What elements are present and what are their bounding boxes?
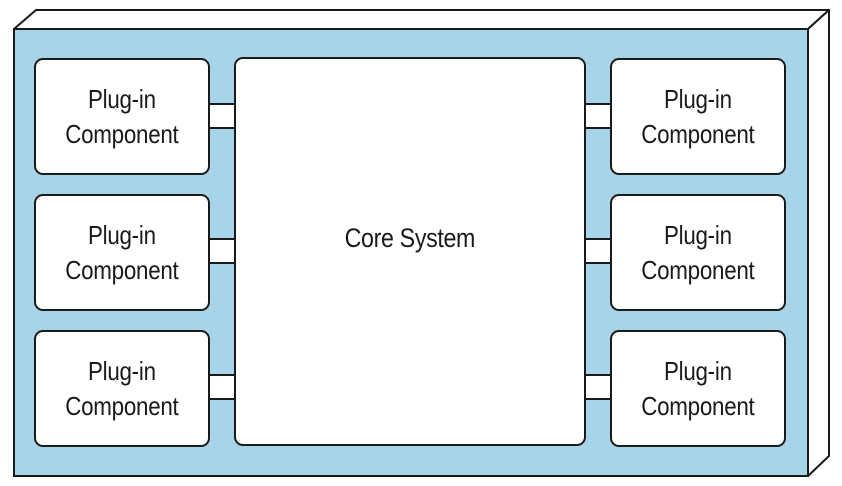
connector-right-2	[585, 238, 610, 264]
connector-left-1	[209, 103, 234, 129]
core-system-box: Core System	[234, 57, 586, 446]
plugin-label-line2: Component	[65, 118, 179, 149]
panel-side-face	[807, 9, 830, 477]
plugin-label-line2: Component	[65, 254, 179, 285]
plugin-component-right-1: Plug-in Component	[610, 58, 786, 175]
plugin-component-left-2: Plug-in Component	[34, 194, 210, 311]
core-system-label: Core System	[344, 223, 476, 253]
plugin-label: Plug-in Component	[65, 82, 179, 152]
plugin-label-line1: Plug-in	[88, 219, 156, 250]
plugin-label: Plug-in Component	[641, 354, 755, 424]
plugin-component-left-3: Plug-in Component	[34, 330, 210, 447]
connector-left-3	[209, 374, 234, 400]
plugin-label-line2: Component	[641, 118, 755, 149]
plugin-component-left-1: Plug-in Component	[34, 58, 210, 175]
connector-right-3	[585, 374, 610, 400]
plugin-label-line1: Plug-in	[664, 83, 732, 114]
connector-left-2	[209, 238, 234, 264]
plugin-label: Plug-in Component	[641, 82, 755, 152]
plugin-label-line1: Plug-in	[88, 355, 156, 386]
connector-right-1	[585, 103, 610, 129]
plugin-label-line1: Plug-in	[664, 355, 732, 386]
plugin-label-line2: Component	[641, 390, 755, 421]
plugin-component-right-2: Plug-in Component	[610, 194, 786, 311]
plugin-component-right-3: Plug-in Component	[610, 330, 786, 447]
plugin-label-line1: Plug-in	[88, 83, 156, 114]
plugin-label: Plug-in Component	[65, 218, 179, 288]
plugin-label: Plug-in Component	[65, 354, 179, 424]
plugin-label: Plug-in Component	[641, 218, 755, 288]
plugin-label-line2: Component	[65, 390, 179, 421]
panel-top-face	[13, 9, 830, 30]
plugin-label-line2: Component	[641, 254, 755, 285]
plugin-label-line1: Plug-in	[664, 219, 732, 250]
